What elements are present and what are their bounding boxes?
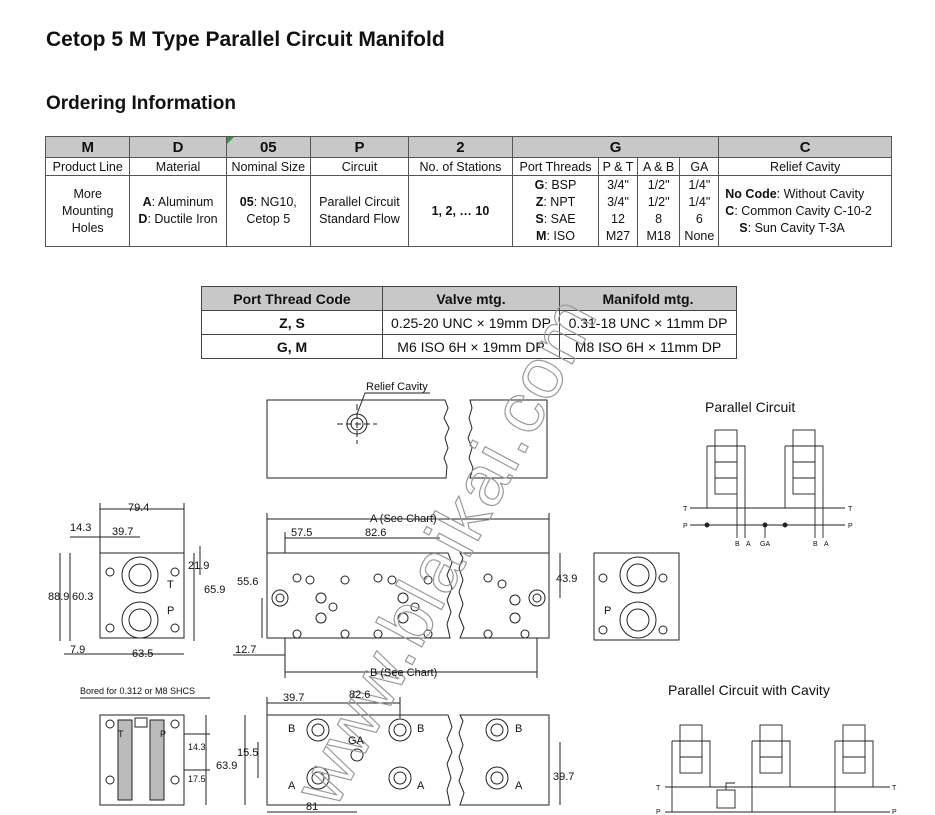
dim-label: 39.7 [283,692,304,704]
cell-port-threads: G: BSP Z: NPT S: SAE M: ISO [511,175,600,247]
dim-label: 82.6 [349,689,370,701]
schematic-ga-label: GA [760,541,770,548]
dim-label: 12.7 [235,644,256,656]
schematic-p-label: P [848,523,853,530]
port-a-label: A [417,780,425,792]
page-title: Cetop 5 M Type Parallel Circuit Manifold [46,28,445,51]
dim-label: 63.5 [132,648,153,660]
thread-row: G, M M6 ISO 6H × 19mm DP M8 ISO 6H × 11m… [201,334,737,359]
dim-label: 82.6 [365,527,386,539]
thread-valve: M6 ISO 6H × 19mm DP [382,334,560,359]
thread-code: Z, S [201,310,383,335]
schematic-p-label: P [892,809,897,815]
port-t-label: T [118,729,124,739]
schematic-p-label: P [656,809,661,815]
code-m: M [44,136,131,158]
top-view-body [266,392,548,479]
front-view-body [233,513,561,678]
thread-manifold: 0.31-18 UNC × 11mm DP [559,310,737,335]
schematic-t-label: T [683,506,688,513]
hdr-nominal-size: Nominal Size [225,157,311,176]
b-chart-label: B (See Chart) [370,667,437,679]
left-end-view [59,503,201,655]
bored-section-view [80,697,210,806]
corner-marker [226,137,234,144]
schematic-a-label: A [746,541,751,548]
schematic-t-label: T [848,506,853,513]
schematic-p-label: P [683,523,688,530]
dim-label: 57.5 [291,527,312,539]
port-b-label: B [515,723,522,735]
cell-relief-cavity: No Code: Without Cavity C: Common Cavity… [718,175,892,247]
port-t-label: T [167,579,174,591]
cell-nominal-size: 05: NG10, Cetop 5 [225,175,311,247]
port-a-label: A [515,780,523,792]
cell-circuit: Parallel Circuit Standard Flow [309,175,410,247]
parallel-cavity-schematic [665,724,890,813]
dim-label: 79.4 [128,502,149,514]
schematic-t-label: T [892,785,897,792]
thread-manifold: M8 ISO 6H × 11mm DP [559,334,737,359]
code-g: G [511,136,720,158]
schematic-b-label: B [813,541,818,548]
dim-label: 15.5 [237,747,258,759]
port-b-label: B [417,723,424,735]
thread-code: G, M [201,334,383,359]
ordering-table: M D 05 P 2 G C Product Line Material Nom… [44,136,892,247]
parallel-circuit-title: Parallel Circuit [705,399,795,415]
dim-label: 39.7 [553,771,574,783]
bored-note: Bored for 0.312 or M8 SHCS [80,686,195,696]
watermark-text: www.blaikai.com [278,284,613,815]
dim-label: 81 [306,801,318,813]
relief-cavity-label: Relief Cavity [366,381,428,393]
dim-label: 7.9 [70,644,85,656]
parallel-circuit-schematic [690,429,845,538]
thread-table: Port Thread Code Valve mtg. Manifold mtg… [201,286,737,359]
port-p-label: P [604,605,611,617]
dim-label: 14.3 [70,522,91,534]
port-p-label: P [160,729,166,739]
dim-label: 55.6 [237,576,258,588]
code-d: D [129,136,227,158]
code-p: P [309,136,410,158]
section-title: Ordering Information [46,93,236,114]
parallel-cavity-title: Parallel Circuit with Cavity [668,682,830,698]
hdr-ga: GA [679,157,720,176]
schematic-a-label: A [824,541,829,548]
hdr-product-line: Product Line [44,157,131,176]
port-b-label: B [288,723,295,735]
schematic-b-label: B [735,541,740,548]
cell-product-line: More Mounting Holes [44,175,131,247]
dim-label: 17.5 [188,774,206,784]
right-end-view [593,552,680,641]
hdr-stations: No. of Stations [408,157,513,176]
dim-label: 60.3 [72,591,93,603]
a-chart-label: A (See Chart) [370,513,437,525]
dim-label: 88.9 [48,591,69,603]
schematic-t-label: T [656,785,661,792]
thread-hdr-code: Port Thread Code [201,286,383,311]
dim-label: 43.9 [556,573,577,585]
code-05: 05 [225,136,311,158]
dim-label: 63.9 [216,760,237,772]
cell-material: A: Aluminum D: Ductile Iron [129,175,227,247]
dim-label: 14.3 [188,742,206,752]
front-view-ports [271,573,546,639]
bottom-front-view [244,697,561,813]
port-p-label: P [167,605,174,617]
dim-label: 39.7 [112,526,133,538]
port-a-label: A [288,780,296,792]
dim-label: 21.9 [188,560,209,572]
option-row: More Mounting Holes A: Aluminum D: Ducti… [44,175,892,247]
dim-label: 65.9 [204,584,225,596]
port-ga-label: GA [348,735,365,747]
